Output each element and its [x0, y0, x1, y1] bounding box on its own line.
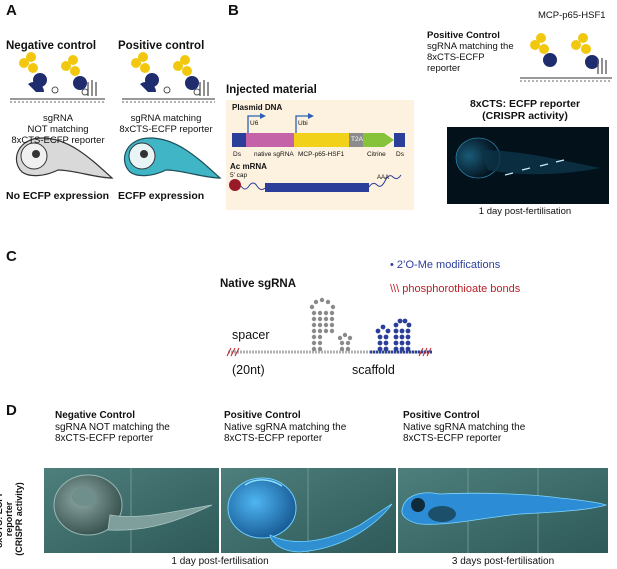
mrna-cds [265, 183, 369, 192]
ds-right-label: Ds [396, 151, 404, 158]
positive-control-title: Positive control [118, 40, 205, 52]
ds-left-block [232, 133, 246, 147]
embryo-ecfp [123, 137, 222, 179]
panel-label-d: D [6, 402, 17, 419]
cap-label: 5' cap [230, 172, 248, 179]
ds-left-label: Ds [233, 151, 241, 158]
b-positive-control-desc: Positive Control sgRNA matching the 8xCT… [427, 30, 514, 74]
activator-label: MCP-p65-HSF1 [538, 10, 606, 21]
native-sgrna-block [246, 133, 294, 147]
ac-mrna-title: Ac mRNA [230, 162, 267, 171]
native-sgrna-title: Native sgRNA [220, 278, 297, 290]
citrine-block [363, 133, 394, 147]
dcas9-complex-negative [10, 52, 105, 103]
d-col3-header: Positive Control Native sgRNA matching t… [403, 410, 526, 444]
negative-control-title: Negative control [6, 40, 97, 52]
u6-label: U6 [250, 120, 259, 127]
mcp-block [294, 133, 349, 147]
mrna-cap [229, 179, 241, 191]
native-sgrna-label: native sgRNA [254, 151, 294, 158]
legend-slashes-icon: \\\ [390, 283, 400, 295]
d-time-label-1: 1 day post-fertilisation [171, 556, 269, 567]
legend-2ome: • 2’O-Me modifications [390, 259, 501, 271]
ecfp-label: ECFP expression [118, 190, 205, 202]
d-image-negative [44, 468, 219, 553]
embryo-no-ecfp [15, 137, 114, 179]
mcp-label: MCP-p65-HSF1 [298, 151, 345, 158]
panel-label-c: C [6, 248, 17, 265]
b-reporter-title: 8xCTS: ECFP reporter (CRISPR activity) [469, 98, 581, 122]
injected-material-title: Injected material [226, 84, 317, 96]
scaffold-label: scaffold [352, 363, 395, 377]
t2a-label: T2A [351, 136, 363, 143]
panel-label-a: A [6, 2, 17, 19]
d-image-positive-3dpf [398, 468, 608, 553]
panel-label-b: B [228, 2, 239, 19]
b-time-label: 1 day post-fertilisation [478, 206, 572, 217]
no-ecfp-label: No ECFP expression [6, 190, 110, 202]
dcas9-complex-positive [122, 52, 215, 103]
legend-phosphorothioate: \\\ phosphorothioate bonds [390, 283, 521, 295]
citrine-label: Citrine [367, 151, 386, 158]
negative-control-description: sgRNA NOT matching 8xCTS-ECFP reporter [11, 113, 105, 146]
t2a-block [349, 133, 363, 147]
d-image-positive-1dpf [221, 468, 396, 553]
legend-dot-icon: • [390, 259, 394, 271]
ds-right-block [394, 133, 405, 147]
positive-control-description: sgRNA matching 8xCTS-ECFP reporter [119, 113, 213, 135]
spacer-length-label: (20nt) [232, 363, 265, 377]
d-time-label-2: 3 days post-fertilisation [451, 556, 555, 567]
spacer-label: spacer [232, 328, 270, 342]
d-col1-header: Negative Control sgRNA NOT matching the … [55, 410, 170, 444]
ubi-label: Ubi [298, 120, 308, 127]
d-col2-header: Positive Control Native sgRNA matching t… [224, 410, 347, 444]
plasmid-dna-title: Plasmid DNA [232, 103, 283, 112]
polya-label: AAA [377, 175, 390, 181]
